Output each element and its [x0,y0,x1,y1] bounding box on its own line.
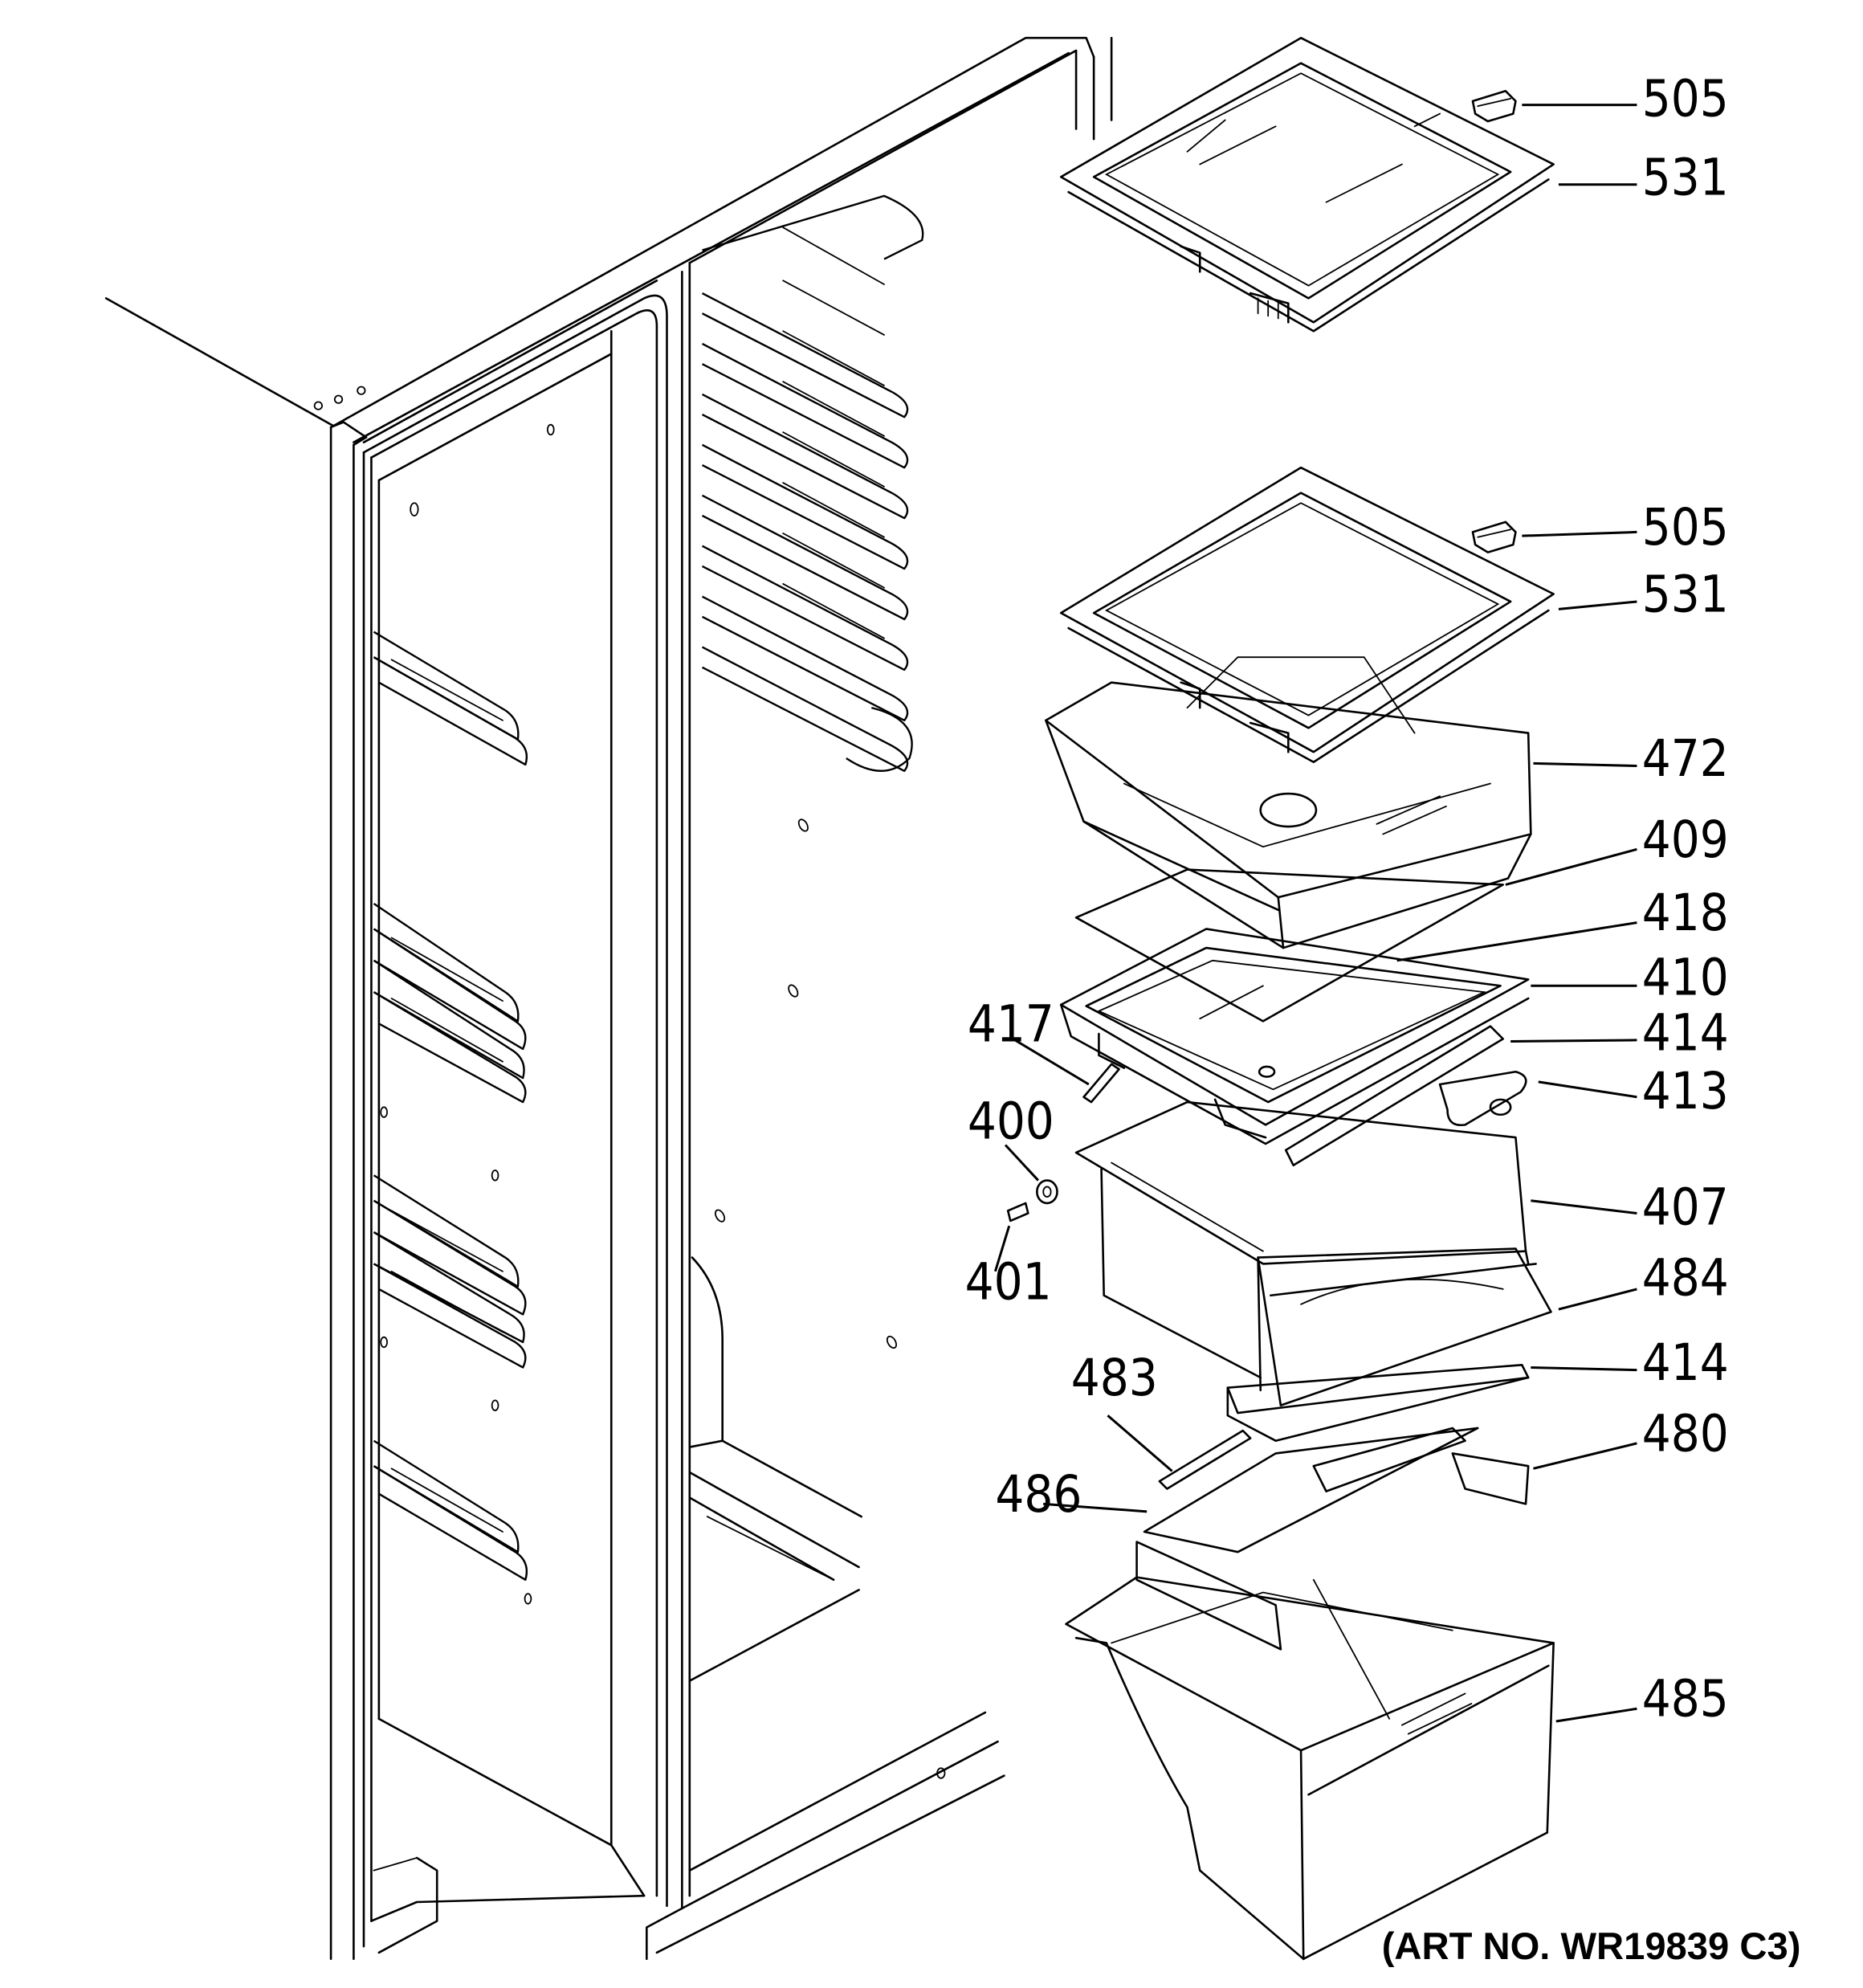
callout-483: 483 [1071,1349,1158,1407]
screw-401 [1008,1203,1028,1221]
slide-480 [1137,1453,1529,1649]
callout-407: 407 [1642,1178,1729,1237]
crisper-pan-485 [1066,1578,1554,1959]
callout-414-upper: 414 [1642,1004,1729,1063]
rod-483 [1160,1431,1250,1488]
crisper-pan-472 [1046,657,1531,948]
callout-leaders [995,105,1637,1721]
callout-531-lower: 531 [1642,565,1729,624]
clip-505-lower [1473,522,1515,553]
trim-414-lower [1228,1365,1528,1440]
callout-410: 410 [1642,948,1729,1006]
handle-413 [1440,1072,1526,1125]
top-shelf-531 [1061,38,1553,331]
callout-400: 400 [968,1092,1054,1151]
callout-484: 484 [1642,1249,1729,1308]
callout-418: 418 [1642,884,1729,942]
callout-505-top: 505 [1642,70,1729,129]
trim-414-upper [1286,1027,1503,1165]
callout-472: 472 [1642,729,1729,788]
freezer-shelf-1 [374,632,527,765]
freezer-shelf-2 [374,904,526,1102]
callout-505-lower: 505 [1642,498,1729,557]
frame-410 [1061,929,1528,1143]
glass-409 [1076,870,1503,1022]
freezer-shelf-3 [374,1175,526,1367]
fastener-400 [1037,1181,1057,1203]
callout-409: 409 [1642,810,1729,869]
cover-484 [1258,1249,1551,1406]
callout-401: 401 [965,1252,1052,1311]
freezer-shelf-4 [374,1441,527,1580]
callout-486: 486 [995,1465,1082,1524]
clip-505-top [1473,91,1515,121]
callout-485: 485 [1642,1670,1729,1729]
callout-labels: 505 531 505 531 472 409 418 410 414 413 … [965,70,1729,1729]
callout-413: 413 [1642,1062,1729,1121]
art-number: (ART NO. WR19839 C3) [1382,1925,1801,1968]
callout-414-lower: 414 [1642,1333,1729,1392]
callout-480: 480 [1642,1404,1729,1463]
callout-417: 417 [968,994,1054,1053]
rod-417 [1084,1064,1119,1102]
pan-407 [1076,1102,1528,1378]
callout-531-top: 531 [1642,148,1729,206]
shelf-531-lower [1061,467,1553,762]
door-bins [703,196,923,771]
cover-486 [1144,1428,1478,1552]
refrigerator-cabinet [106,38,1111,1959]
